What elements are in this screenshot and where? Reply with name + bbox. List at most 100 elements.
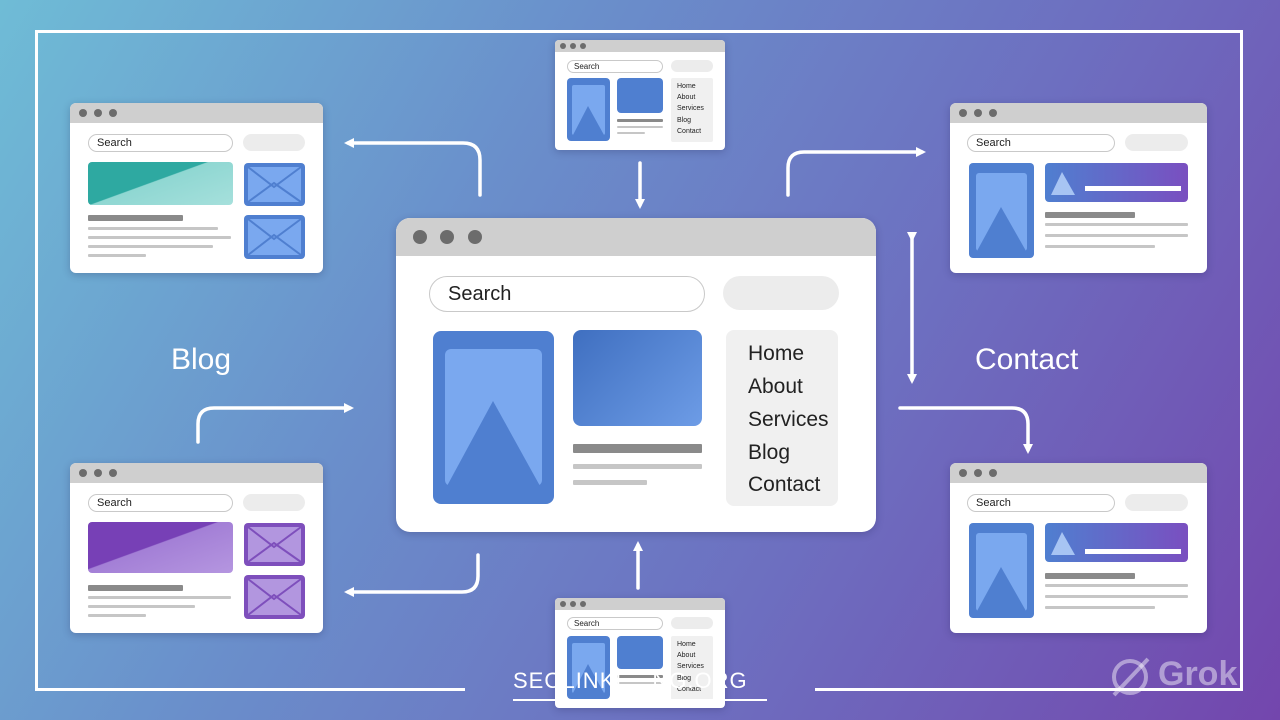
search-input[interactable]: Search: [567, 60, 663, 73]
arrow-to-blog-bottom: [344, 553, 480, 597]
text-line: [88, 215, 183, 221]
image-placeholder: [573, 330, 702, 426]
search-button[interactable]: [723, 276, 839, 310]
mountain-icon: [445, 349, 542, 486]
window-dot: [989, 109, 997, 117]
nav-about[interactable]: About: [748, 375, 803, 398]
search-input[interactable]: Search: [967, 494, 1115, 512]
arrow-to-contact-bottom: [898, 406, 1033, 454]
nav-home[interactable]: Home: [748, 342, 805, 365]
window-title-bar: [950, 463, 1207, 483]
image-placeholder-icon: [969, 523, 1034, 618]
text-line: [617, 119, 663, 122]
text-line: [617, 675, 663, 678]
window-dot: [413, 230, 427, 244]
nav-menu: Home About Services Blog Contact: [671, 636, 713, 700]
window-dot: [440, 230, 454, 244]
nav-contact[interactable]: Contact: [677, 128, 702, 135]
search-input[interactable]: Search: [88, 494, 233, 512]
window-title-bar: [396, 218, 876, 256]
search-button[interactable]: [671, 60, 713, 72]
image-envelope-icon: [244, 575, 305, 619]
nav-about[interactable]: About: [677, 94, 696, 101]
grok-logo-icon: [1112, 657, 1150, 697]
nav-blog[interactable]: Blog: [677, 675, 692, 682]
image-envelope-icon: [244, 163, 305, 206]
text-line: [1045, 212, 1135, 218]
top-browser-window: Search Home About Services Blog Contact: [555, 40, 725, 150]
text-line: [617, 126, 663, 128]
contact-banner: [1045, 163, 1188, 202]
window-dot: [109, 109, 117, 117]
envelope-icon: [247, 526, 302, 563]
window-dot: [94, 469, 102, 477]
outer-frame: [35, 30, 1243, 690]
blog-bottom-browser-window: Search: [70, 463, 323, 633]
text-line: [573, 480, 647, 485]
search-button[interactable]: [243, 494, 305, 511]
text-line: [88, 585, 183, 591]
text-line: [88, 614, 146, 617]
image-placeholder-icon: [567, 636, 610, 699]
envelope-icon: [247, 218, 302, 256]
nav-home[interactable]: Home: [677, 641, 696, 648]
blog-label: Blog: [171, 343, 232, 376]
mountain-icon: [572, 85, 605, 135]
search-input[interactable]: Search: [967, 134, 1115, 152]
text-line: [1045, 573, 1135, 579]
contact-banner: [1045, 523, 1188, 562]
window-title-bar: [70, 463, 323, 483]
window-dot: [959, 109, 967, 117]
nav-about[interactable]: About: [677, 652, 696, 659]
search-button[interactable]: [1125, 494, 1188, 511]
main-browser-window: Search Home About Services Blog Contact: [396, 218, 876, 532]
search-placeholder: Search: [976, 497, 1011, 509]
triangle-icon: [1051, 532, 1181, 555]
image-placeholder-icon: [433, 331, 554, 504]
nav-services[interactable]: Services: [748, 408, 829, 431]
nav-blog[interactable]: Blog: [748, 441, 791, 464]
window-dot: [560, 601, 566, 607]
text-line: [88, 227, 218, 230]
footer-underline: [513, 699, 767, 701]
arrow-to-blog-top: [344, 138, 482, 197]
envelope-icon: [247, 166, 302, 203]
search-input[interactable]: Search: [88, 134, 233, 152]
window-dot: [959, 469, 967, 477]
text-line: [1045, 234, 1188, 237]
search-button[interactable]: [243, 134, 305, 151]
footer-site-text: SEOLINKE NG.ORG: [513, 668, 748, 693]
text-line: [88, 236, 231, 239]
window-dot: [109, 469, 117, 477]
nav-contact[interactable]: Contact: [748, 473, 821, 496]
text-line: [617, 132, 645, 134]
window-dot: [560, 43, 566, 49]
window-dot: [468, 230, 482, 244]
text-line: [573, 444, 702, 453]
nav-services[interactable]: Services: [677, 663, 704, 670]
window-dot: [989, 469, 997, 477]
nav-blog[interactable]: Blog: [677, 117, 692, 124]
nav-menu: Home About Services Blog Contact: [671, 78, 713, 142]
outer-frame-bottom-left: [35, 688, 465, 691]
outer-frame-bottom-right: [815, 688, 1243, 691]
search-button[interactable]: [1125, 134, 1188, 151]
search-input[interactable]: Search: [567, 617, 663, 630]
blog-top-browser-window: Search: [70, 103, 323, 273]
mountain-icon: [572, 643, 605, 693]
nav-menu: Home About Services Blog Contact: [726, 330, 838, 506]
nav-contact[interactable]: Contact: [677, 686, 702, 693]
window-dot: [79, 109, 87, 117]
nav-home[interactable]: Home: [677, 83, 696, 90]
nav-services[interactable]: Services: [677, 105, 704, 112]
search-button[interactable]: [671, 617, 713, 629]
search-input[interactable]: Search: [429, 276, 705, 312]
image-envelope-icon: [244, 523, 305, 566]
image-placeholder: [617, 636, 663, 669]
search-placeholder: Search: [574, 62, 600, 71]
hero-banner: [88, 162, 233, 205]
triangle-icon: [1051, 172, 1181, 195]
grok-text: Grok: [1158, 655, 1238, 693]
bottom-browser-window: Search Home About Services Blog Contact: [555, 598, 725, 708]
